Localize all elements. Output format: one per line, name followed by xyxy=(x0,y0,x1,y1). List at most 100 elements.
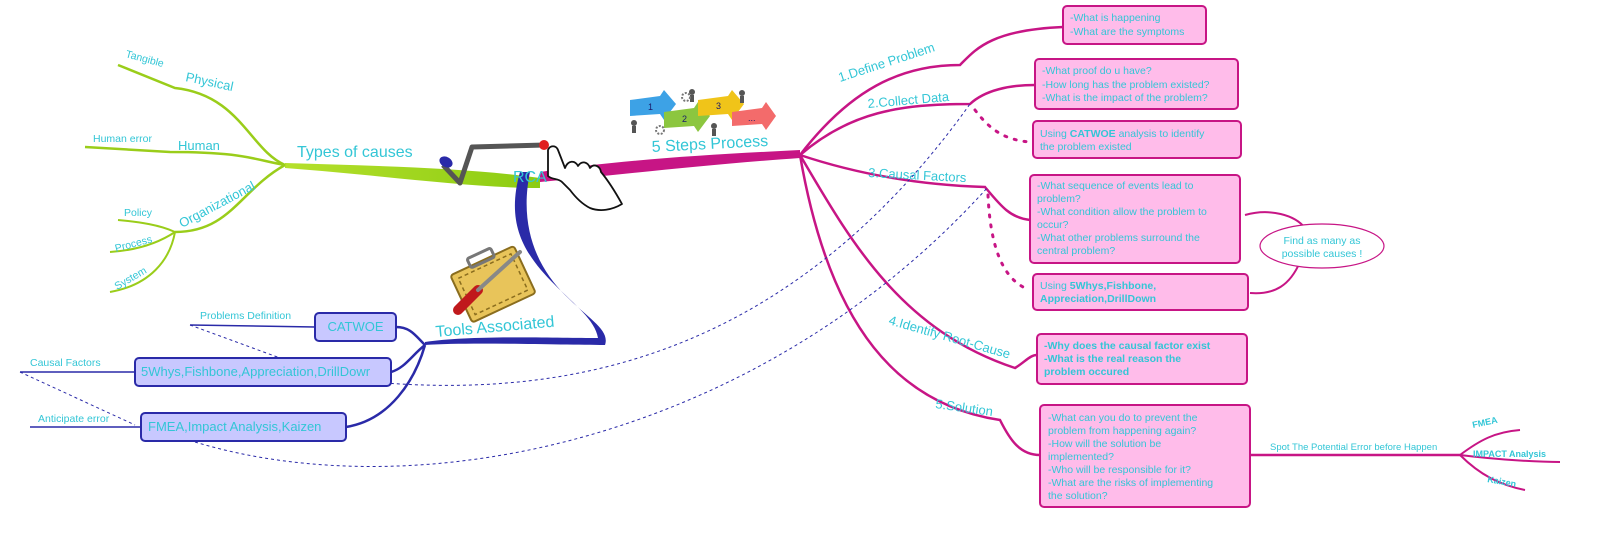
catwoe-bold: CATWOE xyxy=(1070,128,1116,140)
check-mark-icon xyxy=(441,142,546,186)
root-cause-label: 4.Identify Root-Cause xyxy=(887,312,1012,361)
root-line-1: -Why does the causal factor exist xyxy=(1044,340,1211,352)
causal-tools-bold-1: 5Whys,Fishbone, xyxy=(1070,280,1156,292)
steps-trunk xyxy=(540,150,800,182)
catwoe-line-1: Using CATWOE analysis to identify xyxy=(1040,128,1205,140)
rca-label: RCA xyxy=(513,169,547,186)
catwoe-node: CATWOE xyxy=(314,312,397,342)
connector-causal xyxy=(799,153,1031,222)
tools-associated-label: Tools Associated xyxy=(435,314,555,341)
catwoe-analysis-box: Using CATWOE analysis to identify the pr… xyxy=(1032,120,1242,159)
callout-line-2: possible causes ! xyxy=(1282,248,1363,260)
green-connector-physical xyxy=(117,63,286,167)
step-icon-4: ... xyxy=(748,113,756,123)
green-connector-org xyxy=(174,163,286,234)
define-line-2: -What are the symptoms xyxy=(1070,26,1184,38)
hand-pointer-icon xyxy=(547,145,623,211)
callout-line-1: Find as many as xyxy=(1283,235,1360,247)
connector-whys xyxy=(390,344,426,374)
solution-line-2: problem from happening again? xyxy=(1048,425,1196,437)
tangible-label: Tangible xyxy=(124,48,165,70)
whys-node: 5Whys,Fishbone,Appreciation,DrillDowr xyxy=(134,357,392,387)
define-problem-box: -What is happening -What are the symptom… xyxy=(1062,5,1207,45)
dotted-connector-catwoe xyxy=(973,108,1032,144)
causal-line-3: -What condition allow the problem to xyxy=(1037,206,1207,218)
solution-fmea-label: FMEA xyxy=(1471,415,1499,430)
tools-associated-branch: CATWOE 5Whys,Fishbone,Appreciation,Drill… xyxy=(19,103,989,467)
connector-solution xyxy=(798,154,1041,457)
rca-center: RCA xyxy=(439,140,623,211)
process-label: Process xyxy=(114,233,154,254)
connector-collect xyxy=(799,83,1036,156)
root-line-2: -What is the real reason the xyxy=(1044,353,1181,365)
dashed-link-catwoe-whys xyxy=(189,324,281,359)
collect-line-2: -How long has the problem existed? xyxy=(1042,79,1210,91)
green-connector-system xyxy=(109,231,176,293)
causal-tools-prefix: Using xyxy=(1040,280,1070,292)
step-icon-2: 2 xyxy=(682,114,687,124)
solution-fan-kaizen xyxy=(1459,454,1526,491)
green-connector-policy xyxy=(117,219,176,233)
solution-box: -What can you do to prevent the problem … xyxy=(1039,404,1251,508)
spot-error-label: Spot The Potential Error before Happen xyxy=(1270,442,1437,453)
solution-fan-fmea xyxy=(1459,429,1521,456)
connector-catwoe xyxy=(395,325,426,346)
causal-factors-tool-label: Causal Factors xyxy=(30,357,101,369)
organizational-label: Organizational xyxy=(176,178,257,231)
anticipate-error-label: Anticipate error xyxy=(38,413,110,425)
causal-line-2: problem? xyxy=(1037,193,1081,205)
connector-define xyxy=(799,25,1064,156)
causal-factors-box: -What sequence of events lead to problem… xyxy=(1029,174,1241,264)
step-icon-1: 1 xyxy=(648,102,653,112)
solution-impact-label: IMPACT Analysis xyxy=(1473,449,1546,459)
human-label: Human xyxy=(178,138,220,153)
solution-line-5: -Who will be responsible for it? xyxy=(1048,464,1191,476)
causal-line-4: occur? xyxy=(1037,219,1069,231)
catwoe-prefix: Using xyxy=(1040,128,1070,140)
define-line-1: -What is happening xyxy=(1070,12,1161,24)
catwoe-suffix: analysis to identify xyxy=(1116,128,1205,140)
solution-label: 5.Solution xyxy=(935,396,994,419)
causal-factors-label: 3.Causal Factors xyxy=(868,165,967,185)
policy-label: Policy xyxy=(124,207,153,219)
fmea-node-label: FMEA,Impact Analysis,Kaizen xyxy=(148,419,321,434)
human-error-label: Human error xyxy=(93,133,152,145)
causal-line-6: central problem? xyxy=(1037,245,1115,257)
five-steps-branch: 5 Steps Process 1 2 3 ... 1.Define Probl… xyxy=(540,5,1561,508)
dotted-connector-tools xyxy=(986,193,1032,292)
solution-line-4: implemented? xyxy=(1048,451,1114,463)
solution-line-7: the solution? xyxy=(1048,490,1108,502)
find-causes-callout: Find as many as possible causes ! xyxy=(1259,223,1385,269)
catwoe-line-2: the problem existed xyxy=(1040,141,1132,153)
root-line-3: problem occured xyxy=(1044,366,1129,378)
types-of-causes-label: Types of causes xyxy=(297,144,413,161)
collect-data-label: 2.Collect Data xyxy=(867,89,950,111)
step-icon-3: 3 xyxy=(716,101,721,111)
causal-line-1: -What sequence of events lead to xyxy=(1037,180,1194,192)
solution-kaizen-label: Kaizen xyxy=(1487,474,1517,489)
green-connector-human xyxy=(84,145,286,167)
solution-fan-impact xyxy=(1459,454,1561,463)
causal-tools-bold-2: Appreciation,DrillDown xyxy=(1040,293,1156,305)
fmea-node: FMEA,Impact Analysis,Kaizen xyxy=(140,412,347,442)
root-cause-box: -Why does the causal factor exist -What … xyxy=(1036,333,1248,385)
catwoe-node-label: CATWOE xyxy=(327,319,383,334)
solution-line-1: -What can you do to prevent the xyxy=(1048,412,1198,424)
connector-fmea xyxy=(345,344,427,429)
collect-line-1: -What proof do u have? xyxy=(1042,65,1152,77)
catwoe-subline xyxy=(189,324,316,328)
connector-root xyxy=(798,154,1038,370)
solution-line-3: -How will the solution be xyxy=(1048,438,1161,450)
five-steps-label: 5 Steps Process xyxy=(651,133,768,156)
process-steps-icon: 1 2 3 ... xyxy=(630,89,776,136)
green-connector-process xyxy=(109,231,176,253)
causal-line-5: -What other problems surround the xyxy=(1037,232,1200,244)
tools-trunk xyxy=(425,172,606,345)
types-trunk xyxy=(285,163,540,188)
dashed-link-whys-collect xyxy=(384,103,971,386)
toolbox-icon xyxy=(450,245,536,323)
solution-line-6: -What are the risks of implementing xyxy=(1048,477,1213,489)
collect-data-box: -What proof do u have? -How long has the… xyxy=(1034,58,1239,110)
define-problem-label: 1.Define Problem xyxy=(836,40,936,85)
